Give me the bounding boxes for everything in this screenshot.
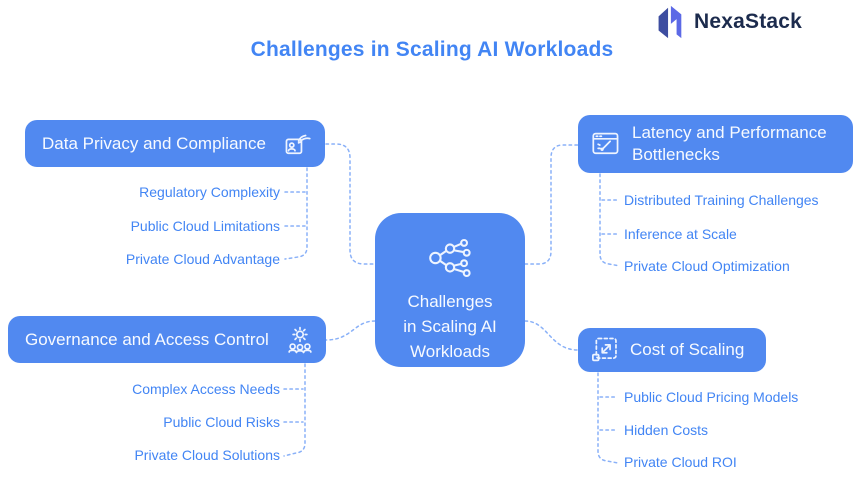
sub-item-public-cloud-limitations: Public Cloud Limitations xyxy=(130,218,280,234)
branch-label: Cost of Scaling xyxy=(630,340,745,359)
sub-item-private-cloud-roi: Private Cloud ROI xyxy=(624,454,737,470)
sub-item-public-cloud-pricing-models: Public Cloud Pricing Models xyxy=(624,389,799,405)
id-card-signature-icon xyxy=(285,134,311,154)
sub-item-public-cloud-risks: Public Cloud Risks xyxy=(163,414,280,430)
center-label-line: Challenges xyxy=(407,292,493,311)
branch-box-governance: Governance and Access Control xyxy=(8,316,326,363)
branch-box-latency: Latency and Performance Bottlenecks xyxy=(578,115,853,173)
sub-item-private-cloud-solutions: Private Cloud Solutions xyxy=(134,447,280,463)
users-gear-icon xyxy=(288,326,312,353)
branch-box-data-privacy: Data Privacy and Compliance xyxy=(25,120,325,167)
page-title: Challenges in Scaling AI Workloads xyxy=(250,38,614,61)
nexastack-logo-icon xyxy=(658,5,682,39)
center-label-line: Workloads xyxy=(410,342,490,361)
center-label-line: in Scaling AI xyxy=(403,317,497,336)
sub-item-distributed-training-challenges: Distributed Training Challenges xyxy=(624,192,819,208)
branch-box-cost: Cost of Scaling xyxy=(578,328,766,372)
sub-item-private-cloud-optimization: Private Cloud Optimization xyxy=(624,258,790,274)
center-node: Challenges in Scaling AI Workloads xyxy=(375,213,525,367)
nexastack-logo-text: NexaStack xyxy=(694,10,803,33)
branch-label: Latency and Performance Bottlenecks xyxy=(632,123,827,164)
sub-item-complex-access-needs: Complex Access Needs xyxy=(132,381,280,397)
sub-item-regulatory-complexity: Regulatory Complexity xyxy=(139,184,280,200)
sub-item-inference-at-scale: Inference at Scale xyxy=(624,226,737,242)
scale-expand-icon xyxy=(592,337,617,362)
branch-label: Data Privacy and Compliance xyxy=(42,133,266,153)
performance-gauge-icon xyxy=(592,132,619,155)
nexastack-logo: NexaStack xyxy=(652,4,802,40)
sub-item-hidden-costs: Hidden Costs xyxy=(624,422,709,438)
branch-label: Governance and Access Control xyxy=(25,329,269,349)
sub-item-private-cloud-advantage: Private Cloud Advantage xyxy=(125,251,280,267)
network-graph-icon xyxy=(429,238,471,278)
center-node-label: Challenges in Scaling AI Workloads xyxy=(403,289,497,364)
